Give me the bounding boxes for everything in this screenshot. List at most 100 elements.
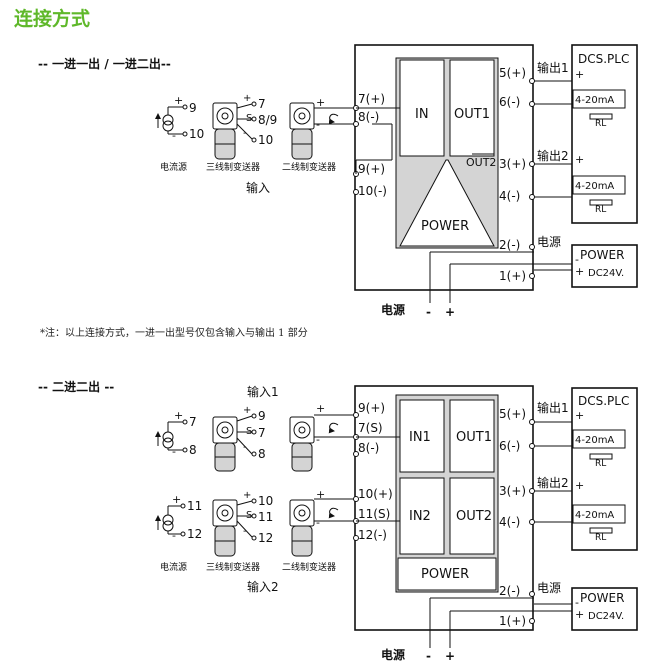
- diagram-1: -- 一进一出 / 一进二出-- + - 9 10 电流源: [38, 44, 638, 319]
- plus-sign: +: [316, 488, 325, 501]
- power-triangle: [399, 159, 495, 247]
- power-label: POWER: [421, 219, 469, 234]
- terminal-label: 7: [258, 426, 266, 440]
- minus-sign: -: [172, 529, 176, 542]
- signal-sign: S: [246, 113, 252, 124]
- plus-sign: +: [575, 153, 584, 166]
- rl-label: RL: [595, 459, 606, 469]
- ma-label: 4-20mA: [575, 510, 614, 521]
- output-label: 输出1: [537, 400, 569, 415]
- power-label: POWER: [421, 567, 469, 582]
- terminal-label: 8: [258, 447, 266, 461]
- terminal-label: 9(+): [358, 401, 385, 415]
- terminal-label: 7: [189, 415, 197, 429]
- current-source-1: + - 7 8: [155, 409, 197, 458]
- terminal-label: 12(-): [358, 528, 387, 542]
- terminal-label: 8(-): [358, 441, 379, 455]
- transmitter-label: 三线制变送器: [206, 161, 260, 173]
- plus-sign: +: [445, 305, 455, 319]
- signal-sign: S: [246, 510, 252, 521]
- plus-sign: +: [575, 479, 584, 492]
- in1-block: [399, 399, 445, 473]
- minus-sign: -: [172, 129, 176, 142]
- terminal-label: 3(+): [499, 484, 526, 498]
- minus-sign: -: [575, 596, 579, 609]
- terminal-label: 9: [189, 101, 197, 115]
- ma-label: 4-20mA: [575, 181, 614, 192]
- diagram-2: -- 二进二出 -- 输入1 输入2 + - 7 8: [38, 379, 638, 663]
- terminal-label: 7(+): [358, 92, 385, 106]
- out1-label: OUT1: [456, 430, 492, 445]
- in2-block: [399, 477, 445, 555]
- source-label: 电流源: [160, 161, 187, 173]
- current-source-2: + - 11 12 电流源: [155, 493, 202, 573]
- input-terminals: 7(+) 8(-) 9(+) 10(-): [353, 92, 400, 198]
- plus-sign: +: [575, 68, 584, 81]
- plus-sign: +: [243, 405, 251, 416]
- output-terminals: 5(+) 6(-) 3(+) 4(-) 2(-) 1(+) 输出1 输出2 电源: [499, 400, 572, 628]
- section-heading: 连接方式: [14, 8, 91, 30]
- plus-sign: +: [243, 93, 251, 104]
- in2-label: IN2: [409, 509, 431, 524]
- out1-block: [449, 59, 495, 157]
- terminal-label: 7: [258, 97, 266, 111]
- transmitter-label: 二线制变送器: [282, 561, 336, 573]
- terminal-label: 12: [258, 531, 273, 545]
- terminal-label: 4(-): [499, 189, 520, 203]
- terminal-label: 8(-): [358, 110, 379, 124]
- rl-label: RL: [595, 533, 606, 543]
- minus-sign: -: [172, 445, 176, 458]
- out1-label: OUT1: [454, 107, 490, 122]
- out2-label: OUT2: [466, 156, 496, 169]
- ma-label: 4-20mA: [575, 95, 614, 106]
- terminal-label: 4(-): [499, 515, 520, 529]
- bottom-power-label: 电源: [381, 302, 405, 317]
- output-label: 输出2: [537, 148, 569, 163]
- out2-label: OUT2: [456, 509, 492, 524]
- plus-sign: +: [174, 409, 183, 422]
- rl-label: RL: [595, 205, 606, 215]
- terminal-label: 10: [189, 127, 204, 141]
- terminal-label: 8/9: [258, 113, 277, 127]
- terminal-label: 11: [258, 510, 273, 524]
- output-label: 输出2: [537, 475, 569, 490]
- minus-sign: -: [243, 526, 247, 537]
- terminal-label: 10: [258, 133, 273, 147]
- dcs-plc-box: DCS.PLC + + 4-20mA 4-20mA RL RL: [571, 44, 638, 224]
- two-wire-transmitter-1: + -: [289, 402, 356, 472]
- terminal-label: 11: [187, 499, 202, 513]
- three-wire-transmitter: + S - 7 8/9 10 三线制变送器: [206, 93, 277, 173]
- terminal-label: 10(+): [358, 487, 393, 501]
- terminal-label: 2(-): [499, 584, 520, 598]
- power-supply-label: 电源: [537, 581, 561, 595]
- three-wire-transmitter-1: + S - 9 7 8: [212, 405, 266, 472]
- terminal-label: 6(-): [499, 439, 520, 453]
- input-label: 输入2: [247, 579, 279, 594]
- plus-sign: +: [445, 649, 455, 663]
- terminal-label: 7(S): [358, 421, 383, 435]
- minus-sign: -: [316, 433, 320, 446]
- plus-sign: +: [174, 94, 183, 107]
- terminal-label: 8: [189, 443, 197, 457]
- footnote: *注：以上连接方式，一进一出型号仅包含输入与输出 1 部分: [40, 328, 308, 339]
- terminal-label: 12: [187, 527, 202, 541]
- mode-label: -- 二进二出 --: [38, 379, 114, 394]
- terminal-label: 2(-): [499, 238, 520, 252]
- minus-sign: -: [316, 516, 320, 529]
- minus-sign: -: [243, 128, 247, 139]
- minus-sign: -: [575, 253, 579, 266]
- ma-label: 4-20mA: [575, 435, 614, 446]
- psu-label: POWER: [580, 248, 624, 262]
- dcs-plc-box: DCS.PLC + + 4-20mA 4-20mA RL RL: [571, 387, 638, 551]
- power-block: [397, 557, 497, 591]
- transmitter-label: 二线制变送器: [282, 161, 336, 173]
- housing: [354, 44, 534, 291]
- terminal-label: 9: [258, 409, 266, 423]
- input-label: 输入1: [247, 384, 279, 399]
- terminal-label: 6(-): [499, 95, 520, 109]
- source-label: 电流源: [160, 561, 187, 573]
- psu-voltage: DC24V.: [588, 268, 624, 279]
- terminal-label: 9(+): [358, 162, 385, 176]
- minus-sign: -: [426, 305, 431, 319]
